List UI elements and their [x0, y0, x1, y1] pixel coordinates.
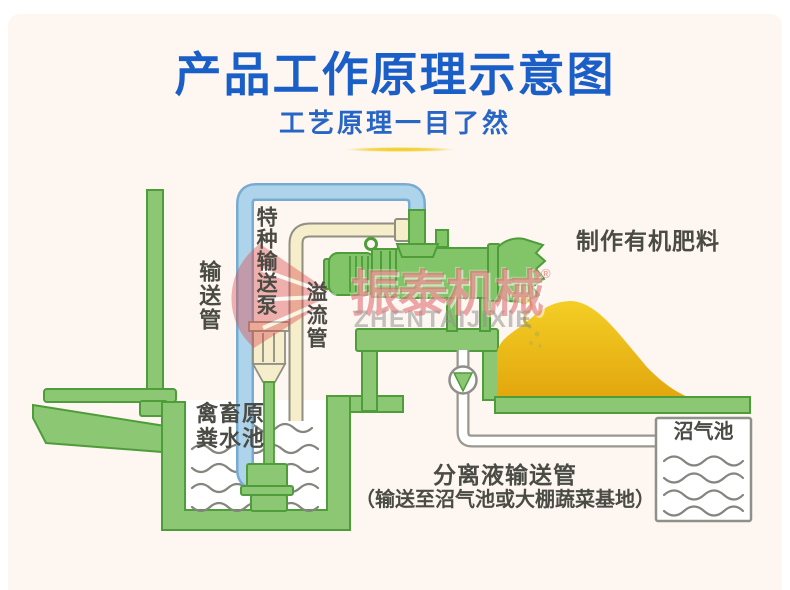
label-manure-pool: 禽畜原 粪水池 — [196, 401, 265, 452]
label-manure-pool-line2: 粪水池 — [196, 426, 266, 452]
label-separated-liquid-destination: （输送至沼气池或大棚蔬菜基地） — [355, 489, 655, 511]
conveying-pipe-vertical — [146, 189, 164, 404]
falling-particles — [519, 295, 542, 348]
inlet-pipe — [408, 209, 426, 247]
watermark-chinese: 振泰机械 — [350, 266, 544, 322]
lifting-eye — [364, 237, 378, 251]
label-separated-liquid-pipe: 分离液输送管 — [433, 462, 577, 488]
submersible-pump — [240, 463, 294, 512]
stand-deck — [355, 328, 499, 352]
subtitle-underline — [345, 147, 455, 152]
page-card — [8, 14, 782, 590]
label-overflow-pipe: 溢流管 — [304, 281, 328, 350]
label-make-organic-fertilizer: 制作有机肥料 — [576, 228, 720, 254]
overflow-pipe — [288, 218, 410, 421]
drain-pipe — [456, 350, 656, 448]
label-conveying-pipe: 输送管 — [196, 260, 222, 332]
watermark-registered-mark: ® — [541, 266, 551, 281]
fertilizer-mound — [497, 301, 688, 397]
stand-right-wall — [482, 349, 499, 401]
funnel-drop-pipe — [263, 381, 275, 469]
page-title: 产品工作原理示意图 — [174, 48, 616, 101]
discharge-head — [497, 237, 547, 304]
inlet-base — [395, 243, 440, 258]
right-platform — [494, 396, 751, 414]
feed-funnel — [248, 321, 290, 383]
overflow-pipe-cap — [394, 218, 410, 242]
stand-left-wall — [361, 349, 378, 412]
chute-bar — [43, 388, 177, 403]
label-manure-pool-line1: 禽畜原 — [196, 401, 266, 426]
separator-machine — [323, 209, 547, 332]
inlet-stub — [435, 229, 449, 248]
page-subtitle: 工艺原理一目了然 — [278, 108, 511, 138]
machine-stand — [349, 328, 499, 413]
drain-valve — [448, 365, 478, 395]
motor-fins — [349, 256, 369, 292]
biogas-pool-box — [654, 416, 753, 523]
watermark-fan-logo — [231, 244, 337, 348]
watermark-english: ZHENTAIJIXIE — [354, 306, 533, 333]
biogas-waves — [662, 455, 745, 517]
manure-pool-group — [161, 395, 351, 531]
pool-walls — [161, 395, 351, 531]
label-special-conveying-pump: 特种输送泵 — [254, 206, 278, 316]
label-biogas-pool: 沼气池 — [673, 421, 734, 443]
